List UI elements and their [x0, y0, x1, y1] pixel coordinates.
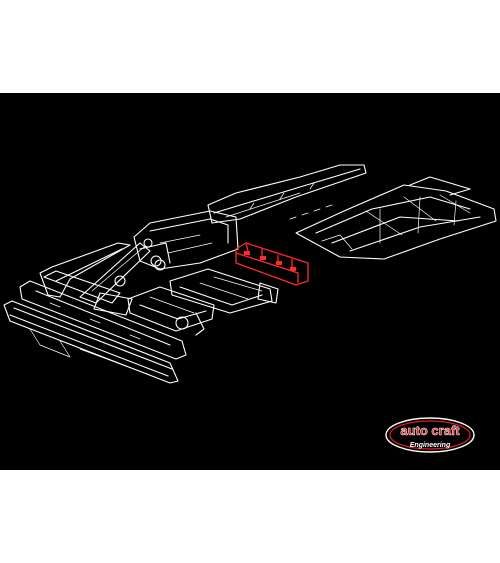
- front-crossmember: [19, 270, 187, 360]
- autocraft-logo: auto craft Engineering: [385, 417, 475, 453]
- rear-floor-pan: [295, 176, 497, 260]
- diagram-panel: auto craft Engineering: [0, 93, 500, 470]
- firewall-cowl: [133, 210, 239, 271]
- highlighted-part: [235, 242, 309, 286]
- exploded-body-diagram: [3, 164, 497, 384]
- front-frame-rail: [39, 242, 162, 316]
- svg-text:Engineering: Engineering: [410, 442, 451, 449]
- svg-text:auto craft: auto craft: [400, 423, 460, 438]
- floor-reinforcement: [169, 268, 279, 314]
- seat-mount-bracket: [127, 286, 215, 336]
- front-bumper: [3, 300, 179, 384]
- center-tunnel: [207, 164, 367, 224]
